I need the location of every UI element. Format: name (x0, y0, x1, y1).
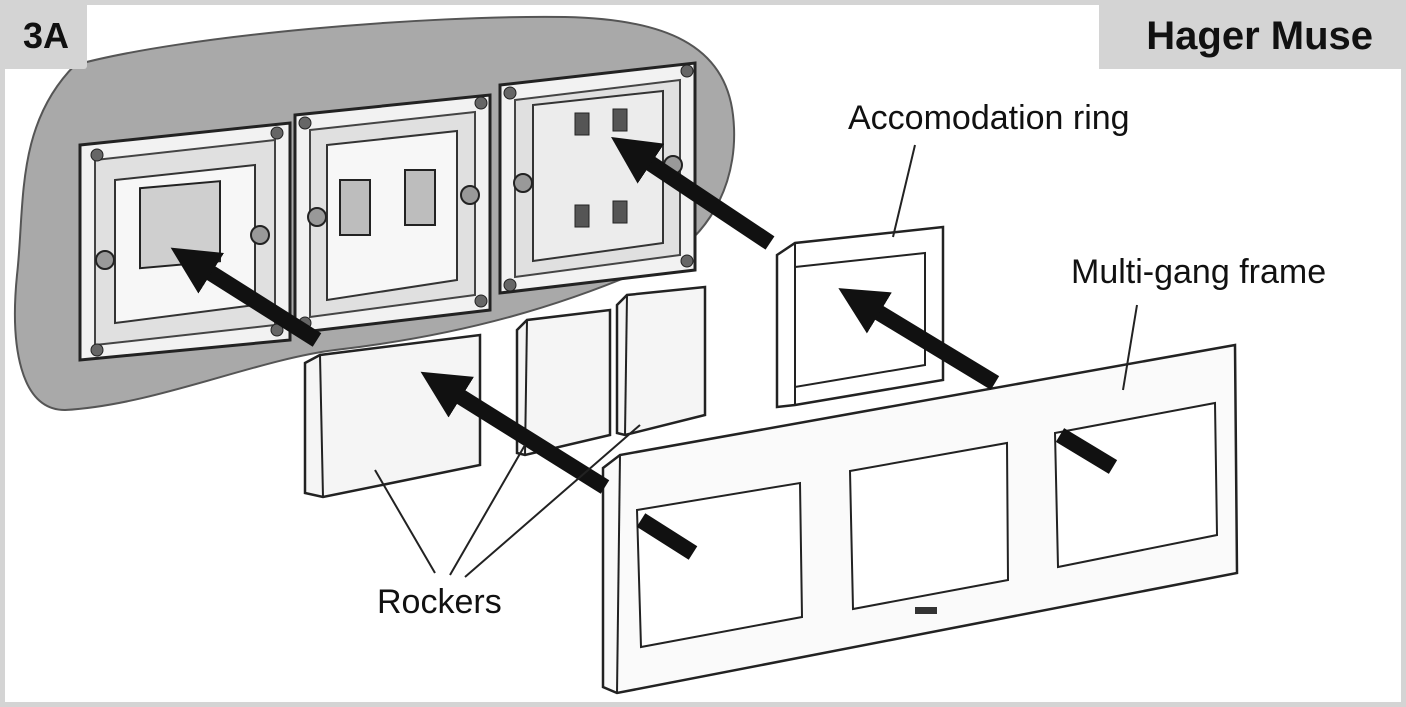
accommodation-ring (775, 225, 945, 409)
step-number: 3A (5, 5, 87, 69)
label-multi-gang-frame: Multi-gang frame (1071, 253, 1327, 291)
assembly-arrows (170, 137, 1118, 560)
brand-title: Hager Muse (1099, 5, 1401, 69)
rocker-small-2 (615, 285, 707, 437)
leader-lines (374, 144, 1138, 578)
rocker-large (303, 333, 482, 499)
arrow-rocker (420, 371, 610, 494)
mechanism-3 (498, 61, 697, 295)
multi-gang-frame (601, 343, 1239, 695)
arrow-mechanism-1 (170, 247, 322, 347)
arrow-ring (838, 288, 1000, 390)
arrow-frame-left (636, 513, 698, 560)
arrow-frame-right (1055, 428, 1118, 474)
exploded-assembly-illustration (14, 15, 1239, 695)
label-rockers: Rockers (377, 583, 502, 621)
mechanism-1 (78, 121, 292, 362)
arrow-socket (611, 137, 775, 250)
label-accommodation-ring: Accomodation ring (848, 99, 1130, 137)
mechanism-2 (293, 93, 492, 335)
